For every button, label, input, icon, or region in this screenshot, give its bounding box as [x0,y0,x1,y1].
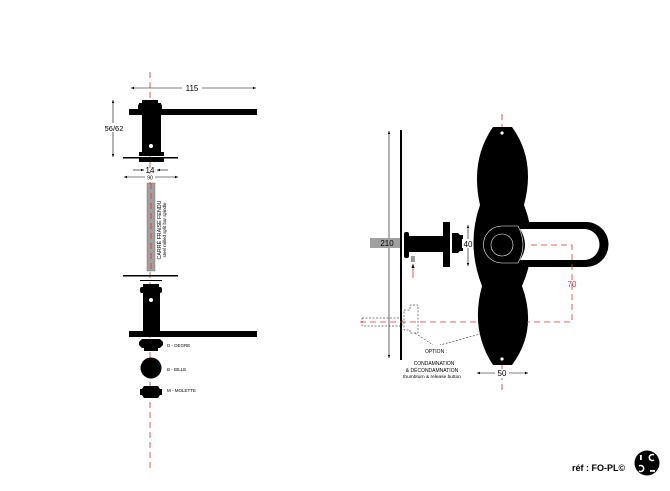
finial-degre-label: D - DEGRE [167,343,190,348]
finial-molette-label: M - MOLETTE [167,388,196,393]
option-line3: thumbturn & release button [403,374,461,380]
brand-logo [634,450,660,476]
finial-degre [139,339,163,351]
dim-rosette-label: 50 [498,369,507,378]
option-line1: CONDAMNATION [414,361,455,367]
spindle-side [370,238,400,248]
door-edge [400,130,402,360]
knob-side [404,222,463,278]
thumbturn-option-outline [361,304,513,346]
finial-bille-label: B - BILLE [167,367,186,372]
spindle-label-fr: CARRÉ FRAISÉ FENDU [156,200,163,259]
dim-door-label: 210 [380,239,394,248]
dim-width-label: 115 [186,84,199,93]
axis-dimension-lines [527,244,573,323]
dim-plate-label: 90 [147,176,153,182]
option-title: OPTION : [425,349,447,355]
dim-knob-label: 40 [464,240,473,249]
dim-collar-label: 14 [146,166,155,175]
spindle-label-en: steel milled split bar spindle [162,202,167,258]
dim-axis-label: 70 [568,280,577,289]
option-line2: & DÉCONDAMNATION [406,367,459,374]
bottom-lever [123,275,257,337]
dim-height-label: 56/62 [105,124,124,133]
finial-molette [140,386,162,398]
finial-bille [140,357,162,379]
reference-label: réf : FO-PL© [572,463,625,473]
top-lever [123,100,257,162]
lever-loop [479,222,609,267]
left-handle-view: 115 56/62 14 90 CARRÉ FRAISÉ FENDU steel… [103,72,257,470]
right-handle-view: 210 40 70 [360,114,609,390]
